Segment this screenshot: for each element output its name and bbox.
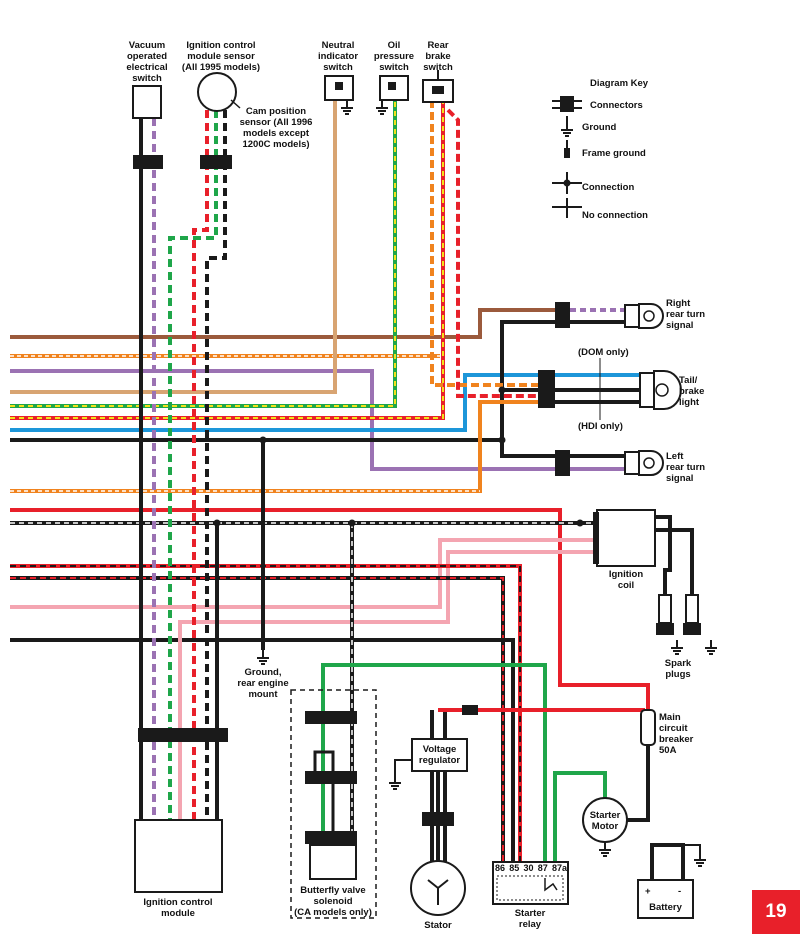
- right-turn-signal-lamp: [624, 303, 664, 329]
- relay-pin-30: 30: [523, 863, 534, 873]
- neutral-switch-label: Neutral indicator switch: [317, 40, 359, 73]
- connector-icm-sensor: [200, 155, 232, 169]
- tan-wire: [10, 100, 337, 394]
- connector-butterfly-2: [305, 771, 357, 784]
- black-lower-wire: [10, 638, 515, 862]
- red-ignition-wire: [10, 508, 650, 710]
- connector-stator: [422, 812, 454, 826]
- icm-sensor-label: Ignition control module sensor (All 1995…: [181, 40, 261, 73]
- ground-mount-label: Ground, rear engine mount: [237, 667, 289, 700]
- tail-brake-label: Tail/ brake light: [679, 375, 705, 408]
- spark-plug-2: [683, 594, 718, 655]
- connector-right-turn: [555, 302, 570, 328]
- connector-vacuum: [133, 155, 163, 169]
- ignition-coil-body: [596, 509, 656, 567]
- page-number-badge: 19: [752, 890, 800, 934]
- black-ground-wire: [10, 320, 555, 442]
- connector-left-turn: [555, 450, 570, 476]
- tail-light-lamp: [639, 370, 682, 410]
- relay-pin-85: 85: [509, 863, 520, 873]
- relay-pin-87a: 87a: [551, 863, 567, 873]
- pink-wire-2: [178, 550, 597, 624]
- battery-plus-label: +: [645, 886, 651, 897]
- icm-label: Ignition control module: [143, 897, 213, 919]
- butterfly-label: Butterfly valve solenoid (CA models only…: [294, 885, 372, 918]
- vacuum-switch: [132, 85, 162, 119]
- starter-relay-label: Starter relay: [514, 908, 546, 930]
- brake-switch-label: Rear brake switch: [423, 40, 453, 73]
- left-turn-signal-lamp: [624, 450, 664, 476]
- key-ground: Ground: [582, 122, 617, 133]
- right-turn-label: Right rear turn signal: [666, 298, 706, 331]
- main-breaker-label: Main circuit breaker 50A: [659, 712, 694, 756]
- icm-sensor: [197, 72, 237, 112]
- key-symbols: [552, 96, 582, 218]
- hdi-only-label: (HDI only): [578, 421, 623, 432]
- key-connectors: Connectors: [590, 100, 643, 111]
- butterfly-solenoid: [309, 844, 357, 880]
- voltage-regulator-label: Voltage regulator: [418, 744, 461, 766]
- connector-butterfly-3: [305, 831, 357, 844]
- spark-plug-1: [656, 594, 684, 655]
- key-title: Diagram Key: [590, 78, 649, 89]
- vacuum-switch-label: Vacuum operated electrical switch: [126, 40, 168, 84]
- orange-white-lower-wire: [10, 400, 540, 493]
- connector-butterfly-1: [305, 711, 357, 724]
- connector-tail: [538, 370, 555, 408]
- brown-wire: [10, 308, 555, 339]
- key-connection: Connection: [582, 182, 635, 193]
- starter-motor-label: Starter Motor: [589, 810, 621, 832]
- relay-pin-86: 86: [495, 863, 506, 873]
- starter-relay-box: [492, 861, 569, 905]
- voltage-regulator-box: [411, 738, 468, 772]
- oil-switch-label: Oil pressure switch: [373, 40, 415, 73]
- cam-sensor-label: Cam position sensor (All 1996 models exc…: [239, 106, 313, 150]
- dom-only-label: (DOM only): [578, 347, 629, 358]
- key-frame-ground: Frame ground: [582, 148, 646, 159]
- connector-icm: [138, 728, 228, 742]
- butterfly-frame: [290, 689, 377, 919]
- pink-wire-1: [10, 538, 597, 609]
- key-no-connection: No connection: [582, 210, 648, 221]
- battery-minus-label: -: [678, 886, 682, 897]
- relay-pin-87: 87: [537, 863, 548, 873]
- battery-label: Battery: [649, 902, 682, 913]
- ignition-coil-label: Ignition coil: [608, 569, 644, 591]
- green-yellow-wire: [10, 100, 397, 408]
- harness-wires: [10, 100, 650, 862]
- left-turn-label: Left rear turn signal: [666, 451, 706, 484]
- icm-box: [134, 819, 223, 893]
- main-breaker: [640, 709, 656, 746]
- stator-label: Stator: [424, 920, 452, 931]
- relay-pin-labels: 86 85 30 87 87a: [495, 863, 567, 874]
- battery-box: [637, 879, 694, 919]
- connector-breaker: [462, 705, 478, 715]
- spark-plugs-label: Spark plugs: [664, 658, 692, 680]
